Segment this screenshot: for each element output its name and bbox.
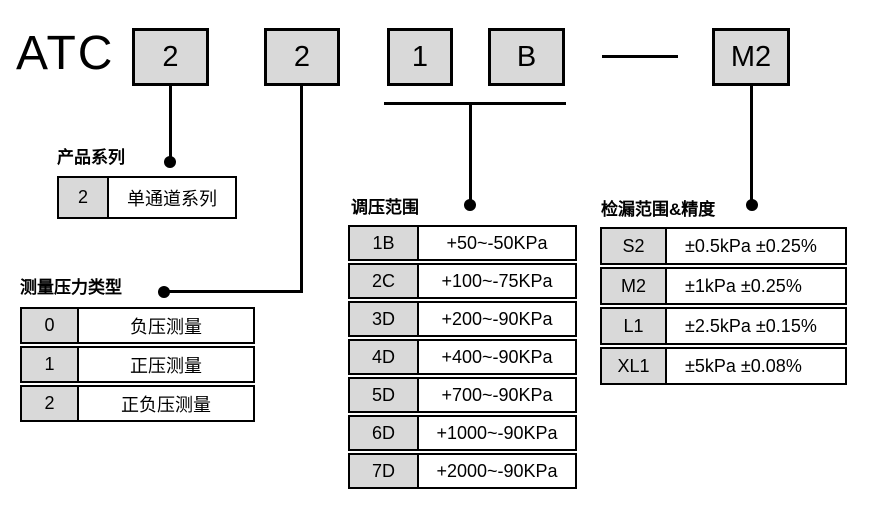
- value-cell: +200~-90KPa: [441, 308, 553, 329]
- separator-dash: [602, 55, 678, 58]
- connector-product-series: [169, 85, 172, 162]
- connector-pressure-type-horizontal: [163, 290, 303, 293]
- code-box-label: 1: [411, 40, 429, 73]
- value-cell: 负压测量: [130, 316, 202, 337]
- code-box-label: M2: [730, 40, 772, 73]
- table-row: 5D +700~-90KPa: [348, 377, 577, 413]
- code-box-label: 2: [293, 40, 311, 73]
- code-box-product-series: 2: [132, 28, 209, 86]
- connector-endpoint-dot: [464, 199, 476, 211]
- code-cell: 7D: [350, 455, 419, 487]
- code-cell: 1B: [350, 227, 419, 259]
- section-title-leak-range-accuracy: 检漏范围&精度: [601, 200, 716, 219]
- code-box-pressure-type: 2: [264, 28, 340, 86]
- code-box-range-digit: 1: [387, 28, 453, 86]
- code-cell: 6D: [350, 417, 419, 449]
- table-regulation-range: 1B +50~-50KPa 2C +100~-75KPa 3D +200~-90…: [348, 225, 577, 491]
- table-row: M2 ±1kPa ±0.25%: [600, 267, 847, 305]
- code-cell: 1: [22, 348, 79, 381]
- table-product-series: 2 单通道系列: [57, 176, 237, 221]
- code-box-label: 2: [162, 40, 179, 73]
- section-title-product-series: 产品系列: [57, 148, 125, 167]
- table-row: XL1 ±5kPa ±0.08%: [600, 347, 847, 385]
- table-row: 2 正负压测量: [20, 385, 255, 422]
- table-row: 7D +2000~-90KPa: [348, 453, 577, 489]
- code-cell: XL1: [602, 349, 667, 383]
- table-leak-range-accuracy: S2 ±0.5kPa ±0.25% M2 ±1kPa ±0.25% L1 ±2.…: [600, 227, 847, 387]
- table-row: 2 单通道系列: [57, 176, 237, 219]
- table-row: 1B +50~-50KPa: [348, 225, 577, 261]
- code-cell: 2: [22, 387, 79, 420]
- value-cell: 正负压测量: [121, 394, 211, 415]
- value-cell: ±0.5kPa ±0.25%: [685, 235, 817, 256]
- code-cell: 3D: [350, 303, 419, 335]
- connector-bracket-horizontal: [384, 102, 566, 105]
- section-title-regulation-range: 调压范围: [351, 198, 419, 217]
- value-cell: ±2.5kPa ±0.15%: [685, 315, 817, 336]
- code-cell: 2C: [350, 265, 419, 297]
- code-cell: M2: [602, 269, 667, 303]
- value-cell: +1000~-90KPa: [436, 422, 558, 443]
- table-row: S2 ±0.5kPa ±0.25%: [600, 227, 847, 265]
- value-cell: +50~-50KPa: [446, 232, 548, 253]
- connector-leak-grade: [750, 85, 753, 203]
- connector-bracket-vertical: [469, 102, 472, 202]
- connector-endpoint-dot: [158, 286, 170, 298]
- table-row: 6D +1000~-90KPa: [348, 415, 577, 451]
- code-cell: L1: [602, 309, 667, 343]
- code-cell: 2: [59, 178, 109, 217]
- table-row: 2C +100~-75KPa: [348, 263, 577, 299]
- connector-endpoint-dot: [164, 156, 176, 168]
- code-cell: 4D: [350, 341, 419, 373]
- brand-prefix: ATC: [16, 27, 115, 80]
- section-title-pressure-type: 测量压力类型: [20, 278, 122, 297]
- code-box-label: B: [516, 40, 537, 73]
- code-box-leak-grade: M2: [712, 28, 790, 86]
- value-cell: +2000~-90KPa: [436, 460, 558, 481]
- code-box-range-letter: B: [488, 28, 565, 86]
- connector-pressure-type-vertical: [300, 85, 303, 293]
- value-cell: +100~-75KPa: [441, 270, 553, 291]
- value-cell: 正压测量: [130, 355, 202, 376]
- connector-endpoint-dot: [746, 199, 758, 211]
- table-pressure-type: 0 负压测量 1 正压测量 2 正负压测量: [20, 307, 255, 424]
- value-cell: 单通道系列: [127, 188, 217, 209]
- value-cell: ±1kPa ±0.25%: [685, 275, 802, 296]
- code-cell: 5D: [350, 379, 419, 411]
- table-row: 0 负压测量: [20, 307, 255, 344]
- value-cell: ±5kPa ±0.08%: [685, 355, 802, 376]
- table-row: 1 正压测量: [20, 346, 255, 383]
- table-row: 3D +200~-90KPa: [348, 301, 577, 337]
- code-cell: 0: [22, 309, 79, 342]
- table-row: L1 ±2.5kPa ±0.15%: [600, 307, 847, 345]
- code-cell: S2: [602, 229, 667, 263]
- table-row: 4D +400~-90KPa: [348, 339, 577, 375]
- value-cell: +700~-90KPa: [441, 384, 553, 405]
- value-cell: +400~-90KPa: [441, 346, 553, 367]
